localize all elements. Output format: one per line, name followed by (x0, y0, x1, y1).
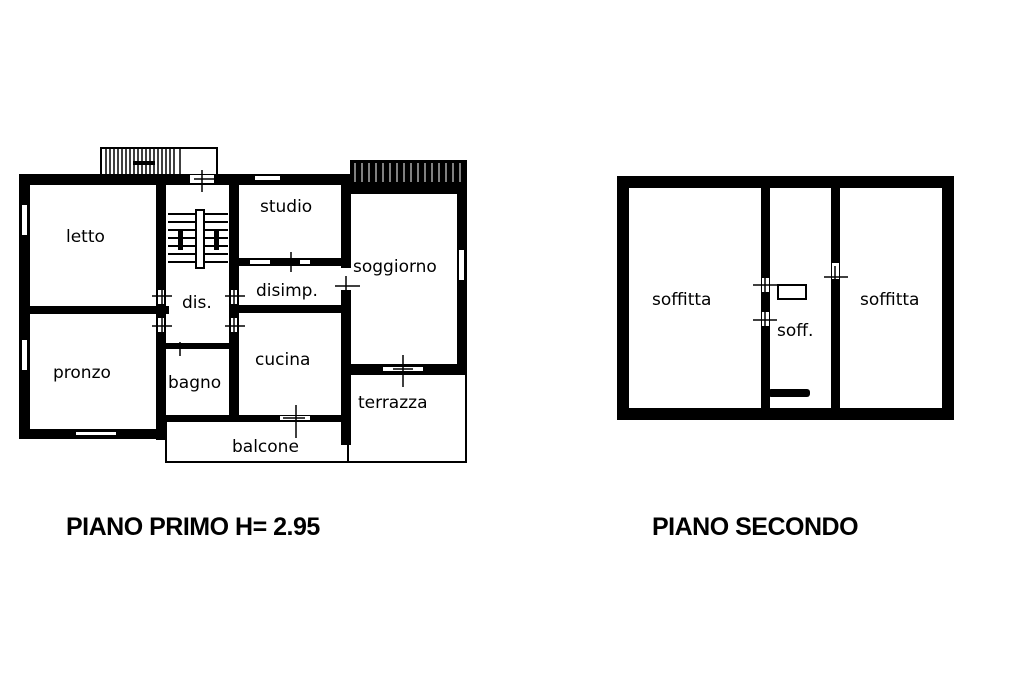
room-labels-secondo: soffitta soff. soffitta (652, 290, 919, 341)
caption-piano-secondo: PIANO SECONDO (652, 513, 859, 541)
room-letto: letto (66, 227, 105, 247)
internal-stairs (166, 209, 229, 269)
room-terrazza: terrazza (358, 393, 428, 413)
door-marks (152, 170, 413, 438)
room-cucina: cucina (255, 350, 310, 370)
room-soggiorno: soggiorno (353, 257, 437, 277)
caption-piano-primo: PIANO PRIMO H= 2.95 (66, 513, 320, 541)
room-balcone: balcone (232, 437, 299, 457)
room-disimp: disimp. (256, 281, 318, 301)
room-soffitta-right: soffitta (860, 290, 919, 310)
room-pranzo: pronzo (53, 363, 111, 383)
room-bagno: bagno (168, 373, 221, 393)
room-studio: studio (260, 197, 312, 217)
room-dis: dis. (182, 293, 212, 313)
room-labels-primo: letto studio soggiorno dis. disimp. pron… (53, 197, 437, 457)
room-soff: soff. (777, 321, 813, 341)
room-soffitta-left: soffitta (652, 290, 711, 310)
floor-plan-secondo (617, 176, 954, 420)
entrance-stairs (100, 147, 218, 176)
floor-plan-primo (19, 147, 467, 463)
